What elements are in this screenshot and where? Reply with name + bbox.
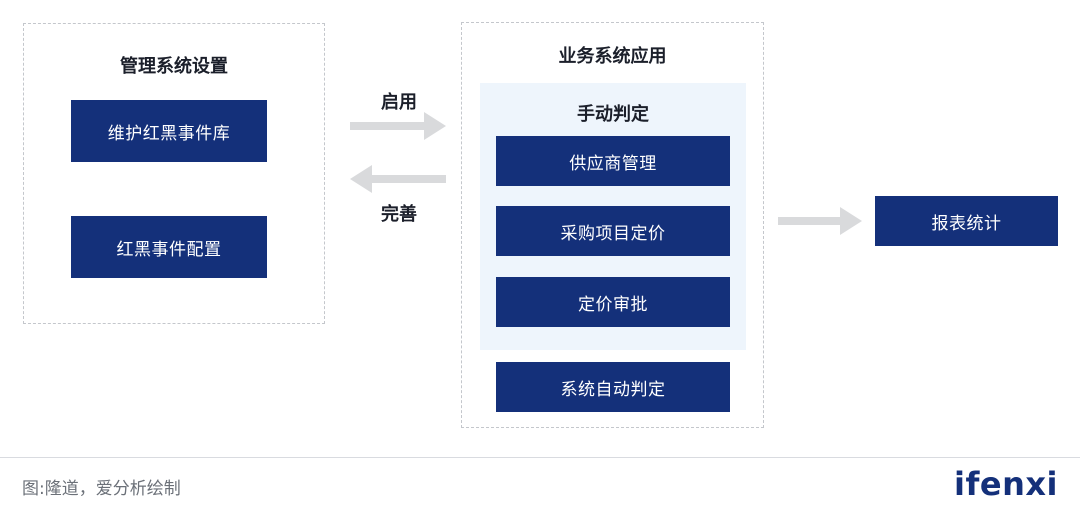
management-settings-panel: 管理系统设置 维护红黑事件库 红黑事件配置 [23, 23, 325, 324]
maintain-red-black-event-library-box: 维护红黑事件库 [71, 100, 267, 162]
enable-label: 启用 [381, 92, 417, 113]
manual-judgment-title: 手动判定 [577, 104, 649, 125]
management-settings-title: 管理系统设置 [120, 56, 228, 77]
business-application-panel: 业务系统应用 手动判定 供应商管理 采购项目定价 定价审批 系统自动判定 [461, 22, 764, 428]
report-statistics-box: 报表统计 [875, 196, 1058, 246]
procurement-pricing-box: 采购项目定价 [496, 206, 730, 256]
ifenxi-logo: ifenxi [954, 465, 1058, 503]
supplier-management-box: 供应商管理 [496, 136, 730, 186]
red-black-event-config-box: 红黑事件配置 [71, 216, 267, 278]
backward-arrow-icon [350, 165, 446, 193]
system-auto-judgment-box: 系统自动判定 [496, 362, 730, 412]
footer-divider [0, 457, 1080, 458]
forward-arrow-icon [350, 112, 446, 140]
manual-judgment-group: 手动判定 供应商管理 采购项目定价 定价审批 [480, 83, 746, 350]
business-application-title: 业务系统应用 [558, 46, 667, 67]
to-report-arrow-icon [778, 207, 862, 235]
improve-label: 完善 [381, 204, 417, 225]
pricing-approval-box: 定价审批 [496, 277, 730, 327]
figure-caption: 图:隆道，爱分析绘制 [22, 479, 181, 499]
